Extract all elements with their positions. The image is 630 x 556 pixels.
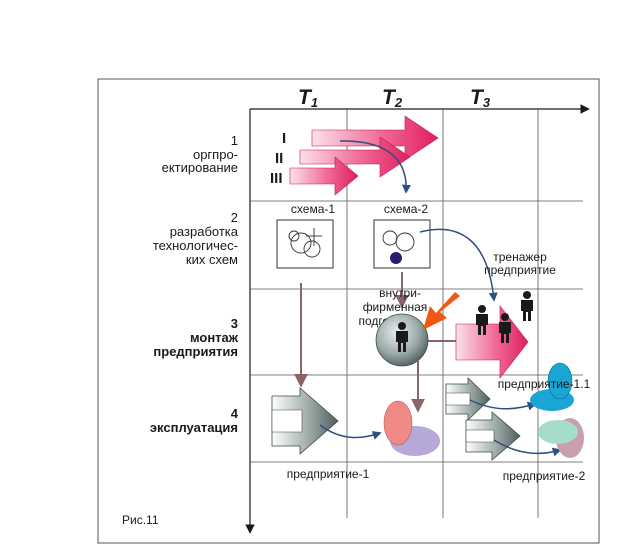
column-header-1: T1 xyxy=(298,86,318,110)
svg-text:III: III xyxy=(270,170,283,187)
design-arrows: I II III xyxy=(270,115,439,196)
person-icon xyxy=(396,322,408,352)
svg-text:I: I xyxy=(282,130,286,147)
flow-to-enterprise11 xyxy=(469,399,537,411)
trainer-label-2: предприятие xyxy=(484,263,556,277)
grey-hollow-arrow-icon xyxy=(445,377,491,421)
column-header-3: T3 xyxy=(470,86,491,110)
row-label-2: 2 разработка технологичес- ких схем xyxy=(153,210,239,267)
svg-text:2: 2 xyxy=(231,210,238,225)
svg-text:оргпро-: оргпро- xyxy=(193,147,238,162)
svg-text:3: 3 xyxy=(231,316,238,331)
flow-to-enterprise2 xyxy=(493,439,562,457)
enterprise1-label: предприятие-1 xyxy=(287,467,370,481)
svg-text:эксплуатация: эксплуатация xyxy=(150,420,238,435)
figure-caption: Рис.11 xyxy=(122,513,159,527)
big-pink-arrow-icon xyxy=(311,115,439,161)
trainer-label-1: тренажер xyxy=(493,250,547,264)
big-pink-arrow-icon xyxy=(289,156,359,196)
scheme1-box xyxy=(276,219,334,269)
enterprise2-shape xyxy=(538,420,578,444)
flow-to-trainer xyxy=(419,228,498,302)
enterprise11-shape xyxy=(547,362,573,400)
workers-group xyxy=(476,291,533,343)
scheme-circle-icon xyxy=(290,232,312,254)
grey-hollow-arrow-icon xyxy=(465,411,521,461)
svg-text:разработка: разработка xyxy=(170,224,239,239)
svg-text:1: 1 xyxy=(231,133,238,148)
inhouse-label-1: внутри- xyxy=(379,286,421,300)
scheme-circle-icon xyxy=(288,230,300,242)
svg-text:II: II xyxy=(275,150,283,167)
svg-text:T2: T2 xyxy=(382,86,403,110)
enterprise11-label: предприятие-1.1 xyxy=(498,377,591,391)
row-label-4: 4 эксплуатация xyxy=(150,406,239,435)
svg-text:4: 4 xyxy=(231,406,239,421)
row-label-1: 1 оргпро- ектирование xyxy=(162,133,238,175)
flow-to-scheme2 xyxy=(339,140,411,194)
person-icon xyxy=(521,291,533,321)
scheme-circle-icon xyxy=(390,252,402,264)
enterprise1-shape xyxy=(383,400,413,446)
svg-text:ких схем: ких схем xyxy=(186,252,238,267)
grey-hollow-arrow-icon xyxy=(271,387,339,455)
svg-text:ектирование: ектирование xyxy=(162,160,238,175)
scheme2-label: схема-2 xyxy=(384,202,428,216)
svg-text:T1: T1 xyxy=(298,86,318,110)
svg-text:монтаж: монтаж xyxy=(190,330,239,345)
inhouse-label-2: фирменная xyxy=(363,300,428,314)
svg-text:T3: T3 xyxy=(470,86,491,110)
svg-text:предприятия: предприятия xyxy=(153,344,238,359)
flow-to-enterprise1 xyxy=(319,424,382,440)
person-icon xyxy=(476,305,488,335)
row-label-3: 3 монтаж предприятия xyxy=(153,316,238,359)
column-header-2: T2 xyxy=(382,86,403,110)
scheme-circle-icon xyxy=(303,240,321,258)
scheme1-label: схема-1 xyxy=(291,202,335,216)
person-icon xyxy=(499,313,511,343)
scheme2-box xyxy=(373,219,431,269)
svg-text:технологичес-: технологичес- xyxy=(153,238,238,253)
orange-arrow-icon xyxy=(423,292,460,330)
scheme-circle-icon xyxy=(395,232,415,252)
enterprise2-label: предприятие-2 xyxy=(503,469,586,483)
